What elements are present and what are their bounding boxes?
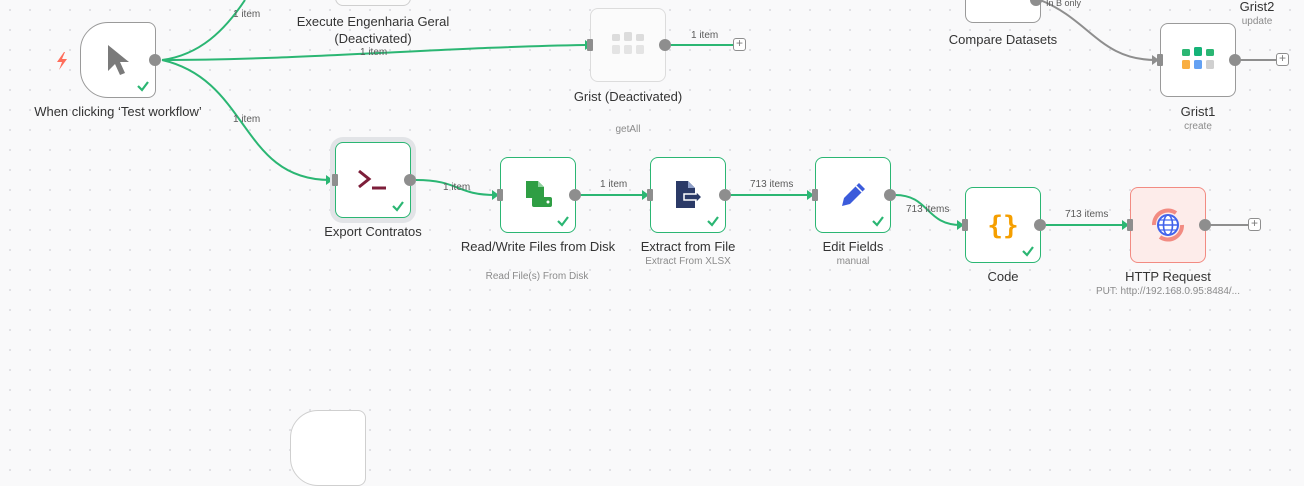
input-handle[interactable] [812,189,818,201]
connections [161,0,1276,230]
edge-compare-grist1 [1039,0,1157,61]
output-handle[interactable] [149,54,161,66]
add-node-button[interactable]: + [733,37,746,51]
edge-trigger-grist [161,44,586,61]
edge-trigger-execute [161,0,246,61]
edge-trigger-export [161,59,331,181]
success-check-icon [1022,246,1034,257]
node-trigger[interactable] [80,22,156,98]
node-compare[interactable] [965,0,1041,23]
output-handle[interactable] [719,189,731,201]
edge-label-grist-out: 1 item [691,30,719,41]
edge-label-trigger-grist: 1 item [360,47,388,58]
input-handle[interactable] [497,189,503,201]
output-handle[interactable] [884,189,896,201]
node-grist1-label: Grist1 [1180,104,1216,119]
edge-label-code-http: 713 items [1065,209,1109,220]
edge-label-readwrite-extract: 1 item [600,179,628,190]
svg-text:{}: {} [987,211,1018,241]
input-handle[interactable] [962,219,968,231]
node-grist-label: Grist (Deactivated) [573,89,683,104]
success-check-icon [872,216,884,227]
edge-label-export-readwrite: 1 item [443,182,471,193]
input-handle[interactable] [587,39,593,51]
output-handle[interactable] [1030,0,1042,6]
node-extract-sub: Extract From XLSX [645,256,731,267]
edge-label-edit-code: 713 items [906,204,950,215]
node-extract-label: Extract from File [640,239,736,254]
node-http[interactable] [1130,187,1206,263]
edge-label-extract-edit: 713 items [750,179,794,190]
node-export[interactable] [335,142,411,218]
node-edit-sub: manual [836,256,870,267]
output-handle[interactable] [1199,219,1211,231]
edge-label-trigger-export: 1 item [233,114,261,125]
node-readwrite[interactable] [500,157,576,233]
success-check-icon [557,216,569,227]
input-handle[interactable] [647,189,653,201]
globe-icon [1152,208,1184,242]
pencil-icon [842,183,865,206]
node-http-sub: PUT: http://192.168.0.95:8484/... [1096,286,1240,297]
output-handle[interactable] [1034,219,1046,231]
edge-label-trigger-execute: 1 item [233,9,261,20]
node-extract[interactable] [650,157,726,233]
success-check-icon [707,216,719,227]
add-node-button[interactable]: + [1248,217,1261,231]
grist-icon [1182,47,1214,69]
edge-export-readwrite [415,179,497,196]
node-code-label: Code [987,269,1019,284]
node-http-label: HTTP Request [1125,269,1211,284]
node-trigger-label: When clicking ‘Test workflow’ [34,104,202,119]
node-edit[interactable] [815,157,891,233]
input-handle[interactable] [332,174,338,186]
node-grist-sub: getAll [615,124,641,135]
file-disk-icon [526,181,552,207]
edge-label-compare-out: In B only [1046,0,1082,8]
node-grist1-sub: create [1184,121,1212,132]
node-readwrite-label: Read/Write Files from Disk [460,239,616,254]
node-export-label: Export Contratos [324,224,422,239]
grist-icon [612,32,644,54]
node-grist2-sub: update [1241,16,1273,27]
terminal-icon [358,169,386,190]
input-handle[interactable] [1157,54,1163,66]
code-braces-icon: {} [987,211,1018,241]
node-readwrite-sub: Read File(s) From Disk [485,271,589,282]
node-grist[interactable] [590,8,666,82]
success-check-icon [137,81,149,92]
output-handle[interactable] [659,39,671,51]
node-grist2-label: Grist2 [1239,0,1275,14]
node-execute[interactable] [335,0,411,6]
cursor-icon [108,45,129,75]
edge-edit-code [894,194,962,226]
lightning-icon [57,52,67,70]
output-handle[interactable] [1229,54,1241,66]
node-edit-label: Edit Fields [822,239,884,254]
input-handle[interactable] [1127,219,1133,231]
output-handle[interactable] [404,174,416,186]
node-grist1[interactable] [1160,23,1236,97]
file-extract-icon [676,181,704,208]
node-code[interactable]: {} [965,187,1041,263]
add-node-button[interactable]: + [1276,52,1289,66]
success-check-icon [392,201,404,212]
node-execute-label: Execute Engenharia Geral (Deactivated) [296,14,450,46]
node-compare-label: Compare Datasets [948,32,1058,47]
output-handle[interactable] [569,189,581,201]
node-partial-bottom[interactable] [290,410,366,486]
